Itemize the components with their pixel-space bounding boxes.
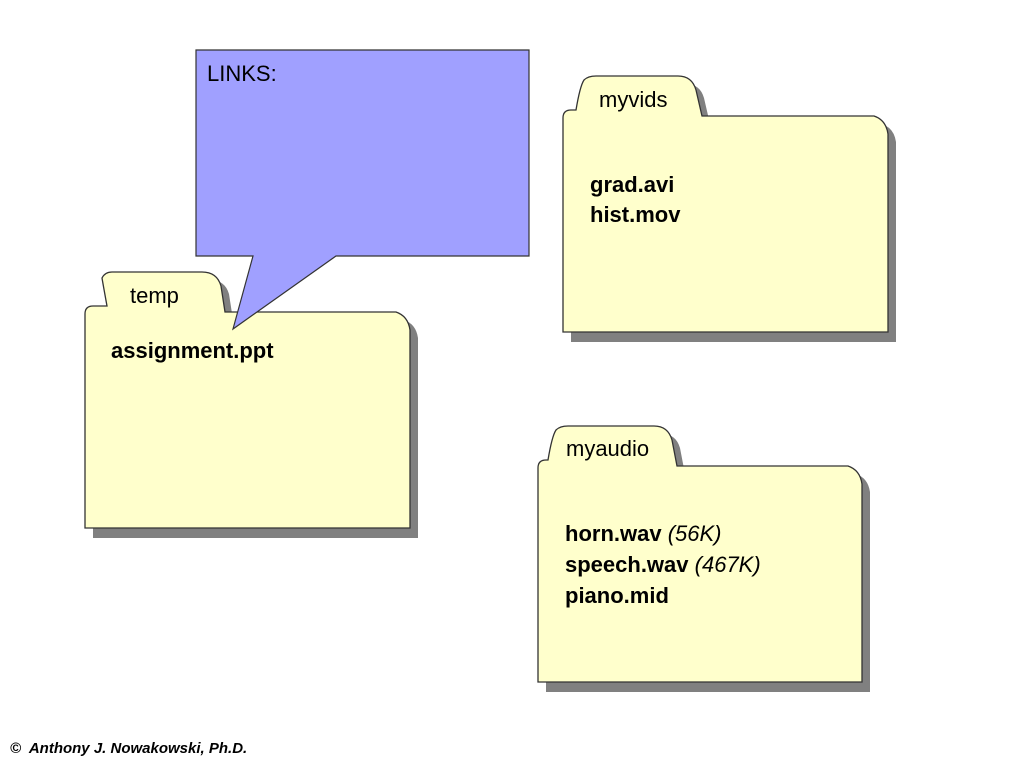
folder-myaudio[interactable]: myaudio horn.wav (56K) speech.wav (467K)…	[537, 425, 870, 692]
file-assignment-ppt[interactable]: assignment.ppt	[111, 338, 274, 363]
file-speech-wav-name: speech.wav	[565, 552, 689, 577]
file-horn-wav-size: (56K)	[668, 521, 722, 546]
file-piano-mid[interactable]: piano.mid	[565, 583, 669, 608]
file-hist-mov[interactable]: hist.mov	[590, 202, 681, 227]
folder-temp-label: temp	[130, 283, 179, 308]
folder-myaudio-body	[537, 425, 863, 683]
file-speech-wav-size: (467K)	[695, 552, 761, 577]
folder-myvids-label: myvids	[599, 87, 667, 112]
file-horn-wav[interactable]: horn.wav (56K)	[565, 521, 722, 546]
folder-temp[interactable]: temp assignment.ppt	[84, 271, 418, 538]
file-grad-avi[interactable]: grad.avi	[590, 172, 674, 197]
folder-myvids-body	[562, 75, 889, 333]
folder-myaudio-label: myaudio	[566, 436, 649, 461]
folder-myvids[interactable]: myvids grad.avi hist.mov	[562, 75, 896, 342]
copyright-footer: © Anthony J. Nowakowski, Ph.D.	[10, 740, 248, 757]
folder-temp-body	[84, 271, 411, 529]
links-callout-title: LINKS:	[207, 61, 277, 86]
links-callout-box	[195, 49, 530, 331]
file-speech-wav[interactable]: speech.wav (467K)	[565, 552, 761, 577]
links-callout: LINKS:	[195, 49, 530, 331]
file-horn-wav-name: horn.wav	[565, 521, 662, 546]
